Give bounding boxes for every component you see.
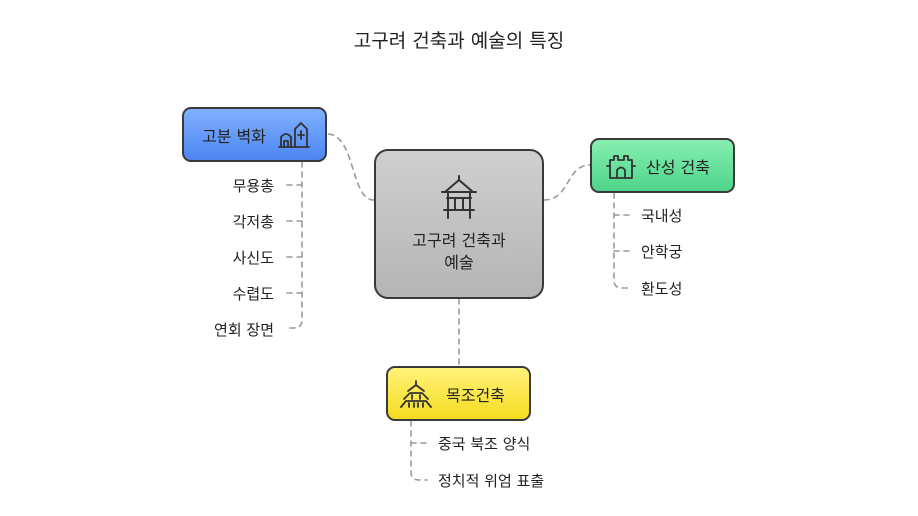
branch-mountain-fortress-label: 산성 건축 (646, 157, 710, 177)
tomb-murals-item: 사신도 (232, 249, 274, 267)
connector-wooden-trunk (410, 420, 428, 481)
diagram-title: 고구려 건축과 예술의 특징 (353, 30, 565, 52)
branch-wooden-architecture[interactable]: 목조건축 (386, 366, 531, 421)
connector-tomb-trunk (285, 161, 303, 329)
mountain-fortress-item: 환도성 (641, 280, 683, 298)
tomb-murals-item: 무용총 (232, 177, 274, 195)
center-node[interactable]: 고구려 건축과 예술 (374, 149, 544, 299)
mountain-fortress-item: 안학궁 (641, 243, 683, 261)
tomb-icon (278, 121, 310, 149)
tomb-murals-item: 수렵도 (232, 285, 274, 303)
temple-icon (400, 379, 432, 409)
wooden-architecture-item: 정치적 위엄 표출 (438, 472, 545, 490)
branch-tomb-murals-label: 고분 벽화 (202, 126, 266, 146)
branch-mountain-fortress[interactable]: 산성 건축 (590, 138, 735, 193)
connector-center-tomb (326, 133, 375, 201)
connector-center-fortress (543, 164, 591, 201)
tomb-murals-item: 각저총 (232, 213, 274, 231)
connector-fortress-trunk (613, 192, 631, 289)
branch-tomb-murals[interactable]: 고분 벽화 (182, 107, 327, 162)
tomb-murals-item: 연회 장면 (214, 321, 274, 339)
pavilion-icon (440, 174, 478, 220)
branch-wooden-architecture-label: 목조건축 (446, 385, 505, 405)
wooden-architecture-item: 중국 북조 양식 (438, 435, 531, 453)
fortress-icon (606, 152, 636, 180)
mountain-fortress-item: 국내성 (641, 207, 683, 225)
center-label: 고구려 건축과 예술 (412, 231, 506, 272)
